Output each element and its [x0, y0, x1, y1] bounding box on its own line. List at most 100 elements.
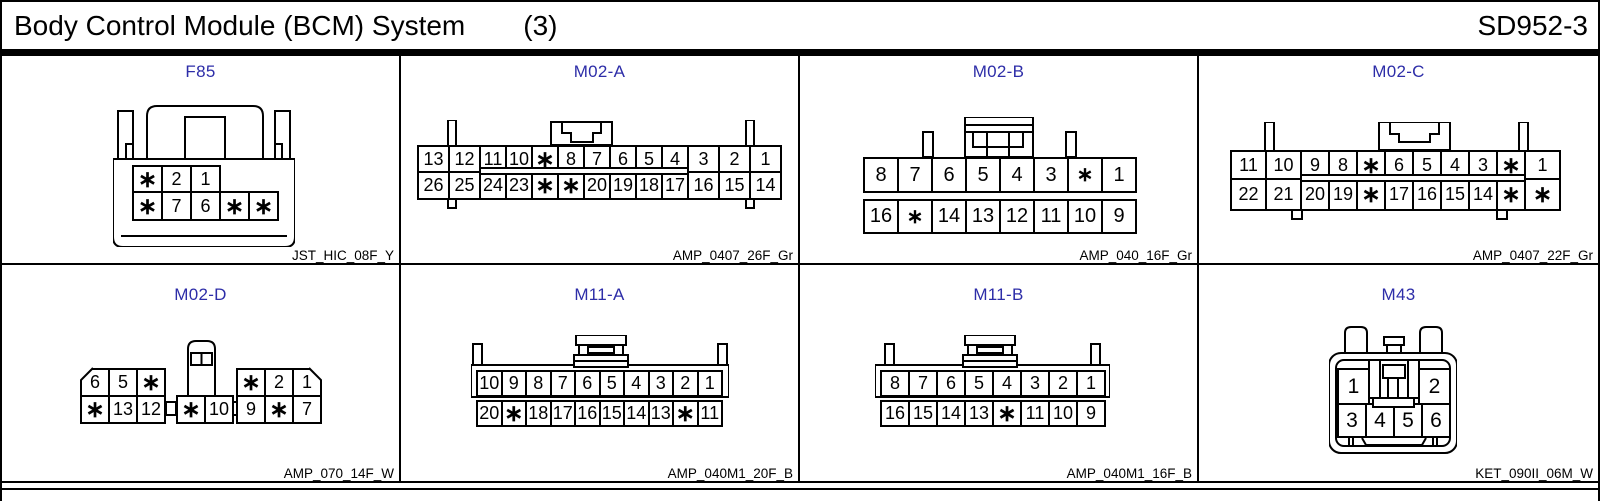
pin-cell: 2 — [718, 145, 751, 173]
pin-cell: 11 — [696, 400, 723, 427]
pin-cell: 11 — [1230, 150, 1267, 180]
pin-cell-unused: ∗ — [248, 191, 279, 221]
connector-name: M11-B — [973, 285, 1024, 304]
pin-cell: 7 — [549, 370, 576, 397]
pin-cell: 1 — [1101, 157, 1137, 193]
pin-cell: 4 — [623, 370, 650, 397]
pin-cell: 13 — [964, 400, 994, 427]
connector-part-number: AMP_0407_22F_Gr — [1472, 248, 1593, 263]
pin-cell: 1 — [1076, 370, 1106, 397]
pin-cell: 10 — [1067, 199, 1103, 234]
pin-cell: 7 — [897, 157, 933, 193]
pin-cell: 12 — [999, 199, 1035, 234]
pin-cell: 8 — [525, 370, 552, 397]
header-divider — [2, 49, 1598, 56]
pin-cell: 6 — [574, 370, 601, 397]
pin-cell: 1 — [292, 368, 322, 397]
pin-cell: 9 — [500, 370, 527, 397]
page-code: SD952-3 — [1477, 9, 1588, 41]
pin-cell: 9 — [1076, 400, 1106, 427]
pin-cell-unused: ∗ — [1067, 157, 1103, 193]
pin-cell: 25 — [448, 171, 481, 200]
page-header: Body Control Module (BCM) System (3) SD9… — [2, 2, 1598, 49]
pin-cell: 3 — [687, 145, 720, 173]
pin-cell: 2 — [161, 165, 192, 193]
pin-cell: 1 — [1524, 150, 1561, 180]
page-title: Body Control Module (BCM) System — [14, 9, 466, 41]
pin-cell: 13 — [965, 199, 1001, 234]
pin-cell: 13 — [108, 395, 138, 424]
pin-cell-unused: ∗ — [672, 400, 699, 427]
pin-cell: 2 — [264, 368, 294, 397]
pin-cell: 10 — [1265, 150, 1302, 180]
pin-cell-unused: ∗ — [176, 395, 206, 424]
pin-cell-unused: ∗ — [1524, 178, 1561, 211]
pin-cell: 16 — [863, 199, 899, 234]
pin-cell-unused: ∗ — [80, 395, 110, 424]
pin-cell-unused: ∗ — [531, 171, 559, 200]
pin-cell: 14 — [1468, 178, 1498, 211]
pin-cell: 2 — [1418, 368, 1451, 405]
pin-cell-unused: ∗ — [132, 191, 163, 221]
pin-cell: 15 — [1440, 178, 1470, 211]
connector-part-number: AMP_040M1_20F_B — [667, 466, 793, 481]
pin-cell-unused: ∗ — [500, 400, 527, 427]
pin-cell: 10 — [1048, 400, 1078, 427]
section-gap — [2, 483, 1598, 488]
pin-cell: 19 — [609, 171, 637, 200]
pin-cell: 10 — [476, 370, 503, 397]
pin-cell: 5 — [965, 157, 1001, 193]
pin-row: 1 — [1337, 368, 1370, 405]
pin-cell-unused: ∗ — [897, 199, 933, 234]
connector-name: M43 — [1381, 285, 1416, 304]
pin-cell: 14 — [623, 400, 650, 427]
pin-cell: 4 — [1365, 403, 1395, 438]
pin-cell: 14 — [749, 171, 782, 200]
pin-cell: 6 — [936, 370, 966, 397]
pin-cell: 13 — [647, 400, 674, 427]
pin-cell: 3 — [647, 370, 674, 397]
pin-cell: 14 — [936, 400, 966, 427]
pin-cell: 18 — [525, 400, 552, 427]
pin-cell: 5 — [964, 370, 994, 397]
pin-cell: 15 — [908, 400, 938, 427]
pin-cell: 11 — [1033, 199, 1069, 234]
pin-cell: 14 — [931, 199, 967, 234]
pin-cell: 6 — [190, 191, 221, 221]
pin-cell: 7 — [161, 191, 192, 221]
pin-cell: 2 — [1048, 370, 1078, 397]
pin-cell: 5 — [108, 368, 138, 397]
pin-cell: 4 — [999, 157, 1035, 193]
pin-cell-unused: ∗ — [992, 400, 1022, 427]
pin-cell: 13 — [417, 145, 450, 173]
connector-name: M02-C — [1372, 62, 1425, 81]
pin-row: 9∗7 — [236, 395, 322, 424]
pin-cell: 16 — [880, 400, 910, 427]
sheet-index: (3) — [523, 9, 558, 41]
pin-cell-unused: ∗ — [1356, 178, 1386, 211]
pin-cell: 24 — [479, 171, 507, 200]
pin-cell: 22 — [1230, 178, 1267, 211]
pin-cell: 1 — [190, 165, 221, 193]
pin-cell: 4 — [992, 370, 1022, 397]
